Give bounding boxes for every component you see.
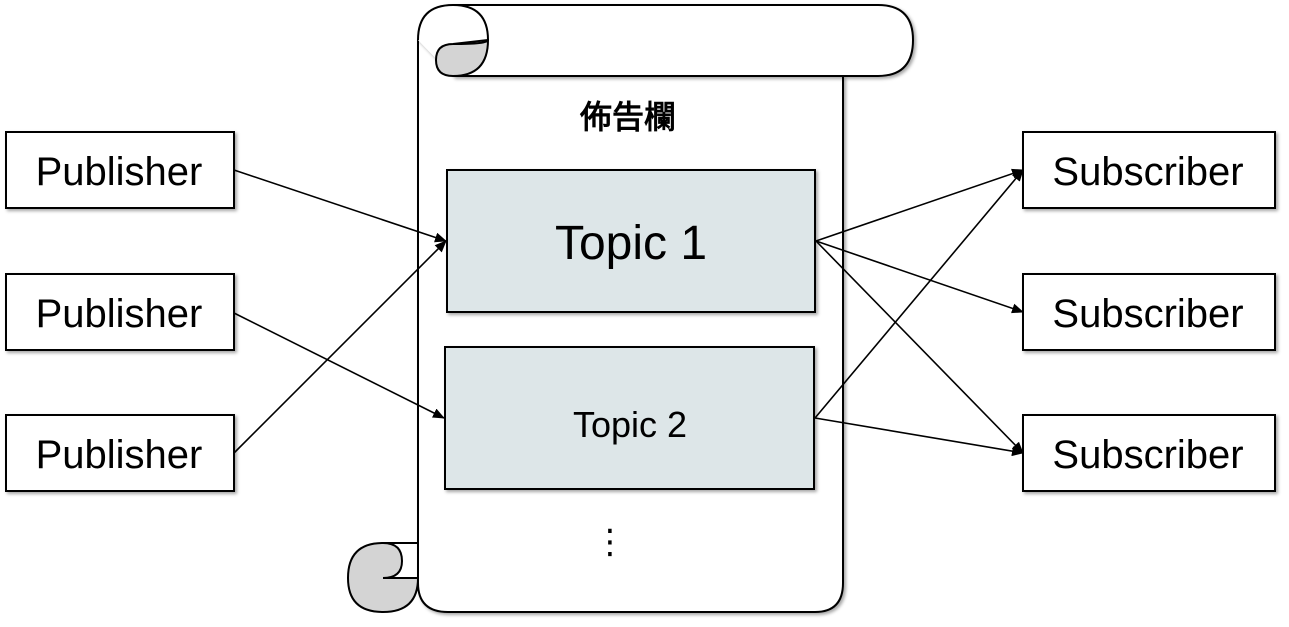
subscriber-2-label: Subscriber xyxy=(1052,292,1243,336)
publisher-2[interactable]: Publisher xyxy=(5,273,235,351)
subscriber-2[interactable]: Subscriber xyxy=(1022,273,1276,351)
arrow-publisher-1-topic-1 xyxy=(233,169,447,243)
connection-arrows xyxy=(233,168,1024,457)
publisher-3[interactable]: Publisher xyxy=(5,414,235,492)
scroll-bottom-curl xyxy=(346,541,420,614)
subscriber-3-label: Subscriber xyxy=(1052,433,1243,477)
arrow-topic-1-subscriber-2 xyxy=(815,240,1024,314)
topic-2[interactable]: Topic 2 xyxy=(444,346,815,490)
publisher-3-label: Publisher xyxy=(36,433,203,477)
topic-2-box[interactable] xyxy=(444,346,815,490)
publisher-2-label: Publisher xyxy=(36,292,203,336)
arrow-publisher-2-topic-2 xyxy=(233,312,445,419)
topic-1-label: Topic 1 xyxy=(555,217,707,270)
scroll-top-roll xyxy=(417,4,915,77)
subscriber-3-box[interactable] xyxy=(1022,414,1276,492)
topic-1-box[interactable] xyxy=(446,169,816,313)
subscriber-3[interactable]: Subscriber xyxy=(1022,414,1276,492)
subscriber-1[interactable]: Subscriber xyxy=(1022,131,1276,209)
publisher-1-label: Publisher xyxy=(36,150,203,194)
topic-2-label: Topic 2 xyxy=(573,404,687,445)
scroll-top-curl xyxy=(434,38,490,78)
topic-1[interactable]: Topic 1 xyxy=(446,169,816,313)
subscriber-1-box[interactable] xyxy=(1022,131,1276,209)
board-title: 佈告欄 xyxy=(579,98,676,136)
subscriber-1-label: Subscriber xyxy=(1052,150,1243,194)
arrow-publisher-3-topic-1 xyxy=(233,240,447,454)
more-topics-ellipsis: ⋮ xyxy=(593,523,627,561)
publisher-2-box[interactable] xyxy=(5,273,235,351)
subscriber-2-box[interactable] xyxy=(1022,273,1276,351)
arrow-topic-2-subscriber-3 xyxy=(814,417,1024,457)
scroll-top-curl-line xyxy=(452,4,490,45)
publisher-1[interactable]: Publisher xyxy=(5,131,235,209)
publisher-1-box[interactable] xyxy=(5,131,235,209)
publisher-3-box[interactable] xyxy=(5,414,235,492)
arrow-topic-2-subscriber-1 xyxy=(814,169,1024,419)
arrow-topic-1-subscriber-3 xyxy=(815,240,1024,454)
arrow-topic-1-subscriber-1 xyxy=(815,168,1024,242)
